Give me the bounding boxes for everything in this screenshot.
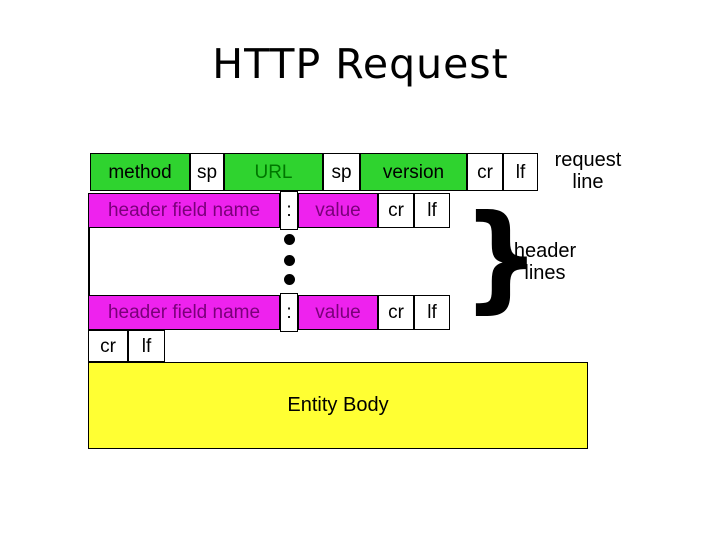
- entity-body-box: Entity Body: [88, 362, 588, 449]
- header-lines-brace: }: [462, 190, 541, 325]
- blank-line-cr-cell: cr: [88, 330, 128, 362]
- request-line-caption: request line: [543, 149, 633, 193]
- header-line2-name-cell: header field name: [88, 295, 280, 330]
- request-line-cr-cell: cr: [467, 153, 503, 191]
- header-line1-name-cell: header field name: [88, 193, 280, 228]
- header-line1-lf-cell: lf: [414, 193, 450, 228]
- ellipsis-dot-2: [284, 255, 295, 266]
- header-lines-caption: header lines: [500, 240, 590, 284]
- request-line-lf-cell: lf: [503, 153, 538, 191]
- header-line1-colon-cell: :: [280, 191, 298, 230]
- request-line-caption-line1: request: [554, 149, 622, 171]
- request-line-method-cell: method: [90, 153, 190, 191]
- entity-body-label: Entity Body: [287, 394, 389, 416]
- request-line-sp1-cell: sp: [190, 153, 224, 191]
- header-line2-lf-cell: lf: [414, 295, 450, 330]
- ellipsis-dot-1: [284, 234, 295, 245]
- ellipsis-dot-3: [284, 274, 295, 285]
- header-line2-cr-cell: cr: [378, 295, 414, 330]
- header-line2-value-cell: value: [298, 295, 378, 330]
- header-line1-cr-cell: cr: [378, 193, 414, 228]
- header-line2-colon-cell: :: [280, 293, 298, 332]
- request-line-url-cell: URL: [224, 153, 323, 191]
- header-line1-value-cell: value: [298, 193, 378, 228]
- request-line-sp2-cell: sp: [323, 153, 360, 191]
- header-lines-caption-line1: header: [513, 240, 577, 262]
- header-lines-caption-line2: lines: [524, 262, 566, 284]
- left-border-line: [88, 228, 90, 295]
- slide-title: HTTP Request: [212, 40, 509, 88]
- blank-line-lf-cell: lf: [128, 330, 165, 362]
- request-line-caption-line2: line: [572, 171, 604, 193]
- request-line-version-cell: version: [360, 153, 467, 191]
